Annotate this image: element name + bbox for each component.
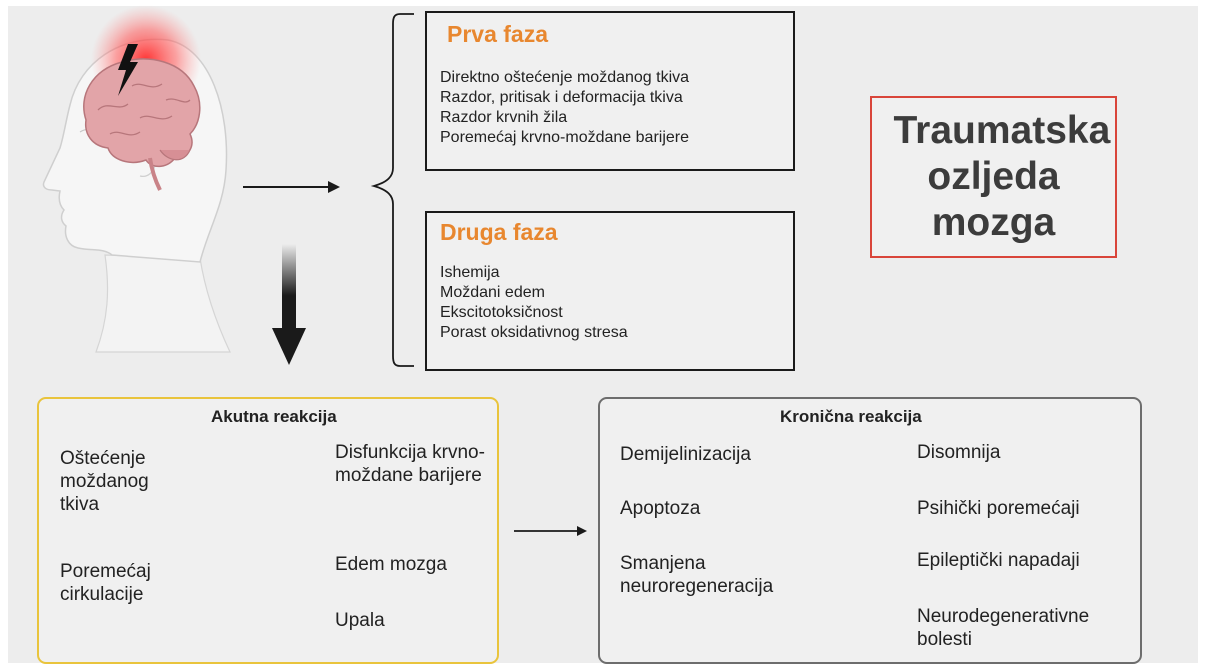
acute-effect-item: Upala bbox=[335, 610, 385, 631]
chronic-cause-item: Apoptoza bbox=[620, 498, 701, 519]
curly-brace-icon bbox=[370, 13, 414, 367]
first-phase-box: Prva faza Direktno oštećenje moždanog tk… bbox=[425, 11, 795, 171]
first-phase-item: Direktno oštećenje moždanog tkiva bbox=[440, 69, 690, 86]
second-phase-title: Druga faza bbox=[440, 219, 558, 245]
down-arrow-shaft bbox=[282, 244, 296, 330]
second-phase-list: Ishemija Moždani edem Ekscitotoksičnost … bbox=[440, 263, 628, 343]
acute-cause-item: Poremećaj cirkulacije bbox=[60, 561, 151, 605]
lightning-bolt-icon bbox=[118, 44, 138, 96]
second-phase-item: Porast oksidativnog stresa bbox=[440, 324, 628, 341]
main-title-box: Traumatska ozljeda mozga bbox=[870, 96, 1117, 258]
second-phase-item: Moždani edem bbox=[440, 284, 545, 301]
main-title: Traumatska ozljeda mozga bbox=[893, 109, 1111, 244]
acute-effect-item: Edem mozga bbox=[335, 554, 447, 575]
acute-effect-item: Disfunkcija krvno-moždane barijere bbox=[335, 442, 485, 486]
first-phase-list: Direktno oštećenje moždanog tkiva Razdor… bbox=[440, 68, 689, 148]
chronic-effect-item: Neurodegenerativne bolesti bbox=[917, 606, 1090, 650]
first-phase-item: Razdor, pritisak i deformacija tkiva bbox=[440, 89, 683, 106]
chronic-cause-item: Demijelinizacija bbox=[620, 444, 751, 465]
second-phase-item: Ishemija bbox=[440, 264, 500, 281]
acute-title: Akutna reakcija bbox=[211, 407, 337, 426]
first-phase-title: Prva faza bbox=[447, 21, 549, 47]
chronic-effect-item: Epileptički napadaji bbox=[917, 550, 1080, 571]
first-phase-item: Poremećaj krvno-moždane barijere bbox=[440, 129, 689, 146]
second-phase-box: Druga faza Ishemija Moždani edem Ekscito… bbox=[425, 211, 795, 371]
chronic-effect-item: Disomnija bbox=[917, 442, 1001, 463]
chronic-effect-item: Psihički poremećaji bbox=[917, 498, 1080, 519]
first-phase-item: Razdor krvnih žila bbox=[440, 109, 568, 126]
acute-cause-item: Oštećenje moždanog tkiva bbox=[60, 448, 149, 515]
chronic-cause-item: Smanjena neuroregeneracija bbox=[620, 553, 774, 597]
chronic-title: Kronična reakcija bbox=[780, 407, 922, 426]
down-arrow-head bbox=[272, 328, 306, 365]
acute-reaction-box: Akutna reakcija Oštećenje moždanog tkiva… bbox=[37, 397, 499, 664]
second-phase-item: Ekscitotoksičnost bbox=[440, 304, 563, 321]
chronic-reaction-box: Kronična reakcija Demijelinizacija Apopt… bbox=[598, 397, 1142, 664]
